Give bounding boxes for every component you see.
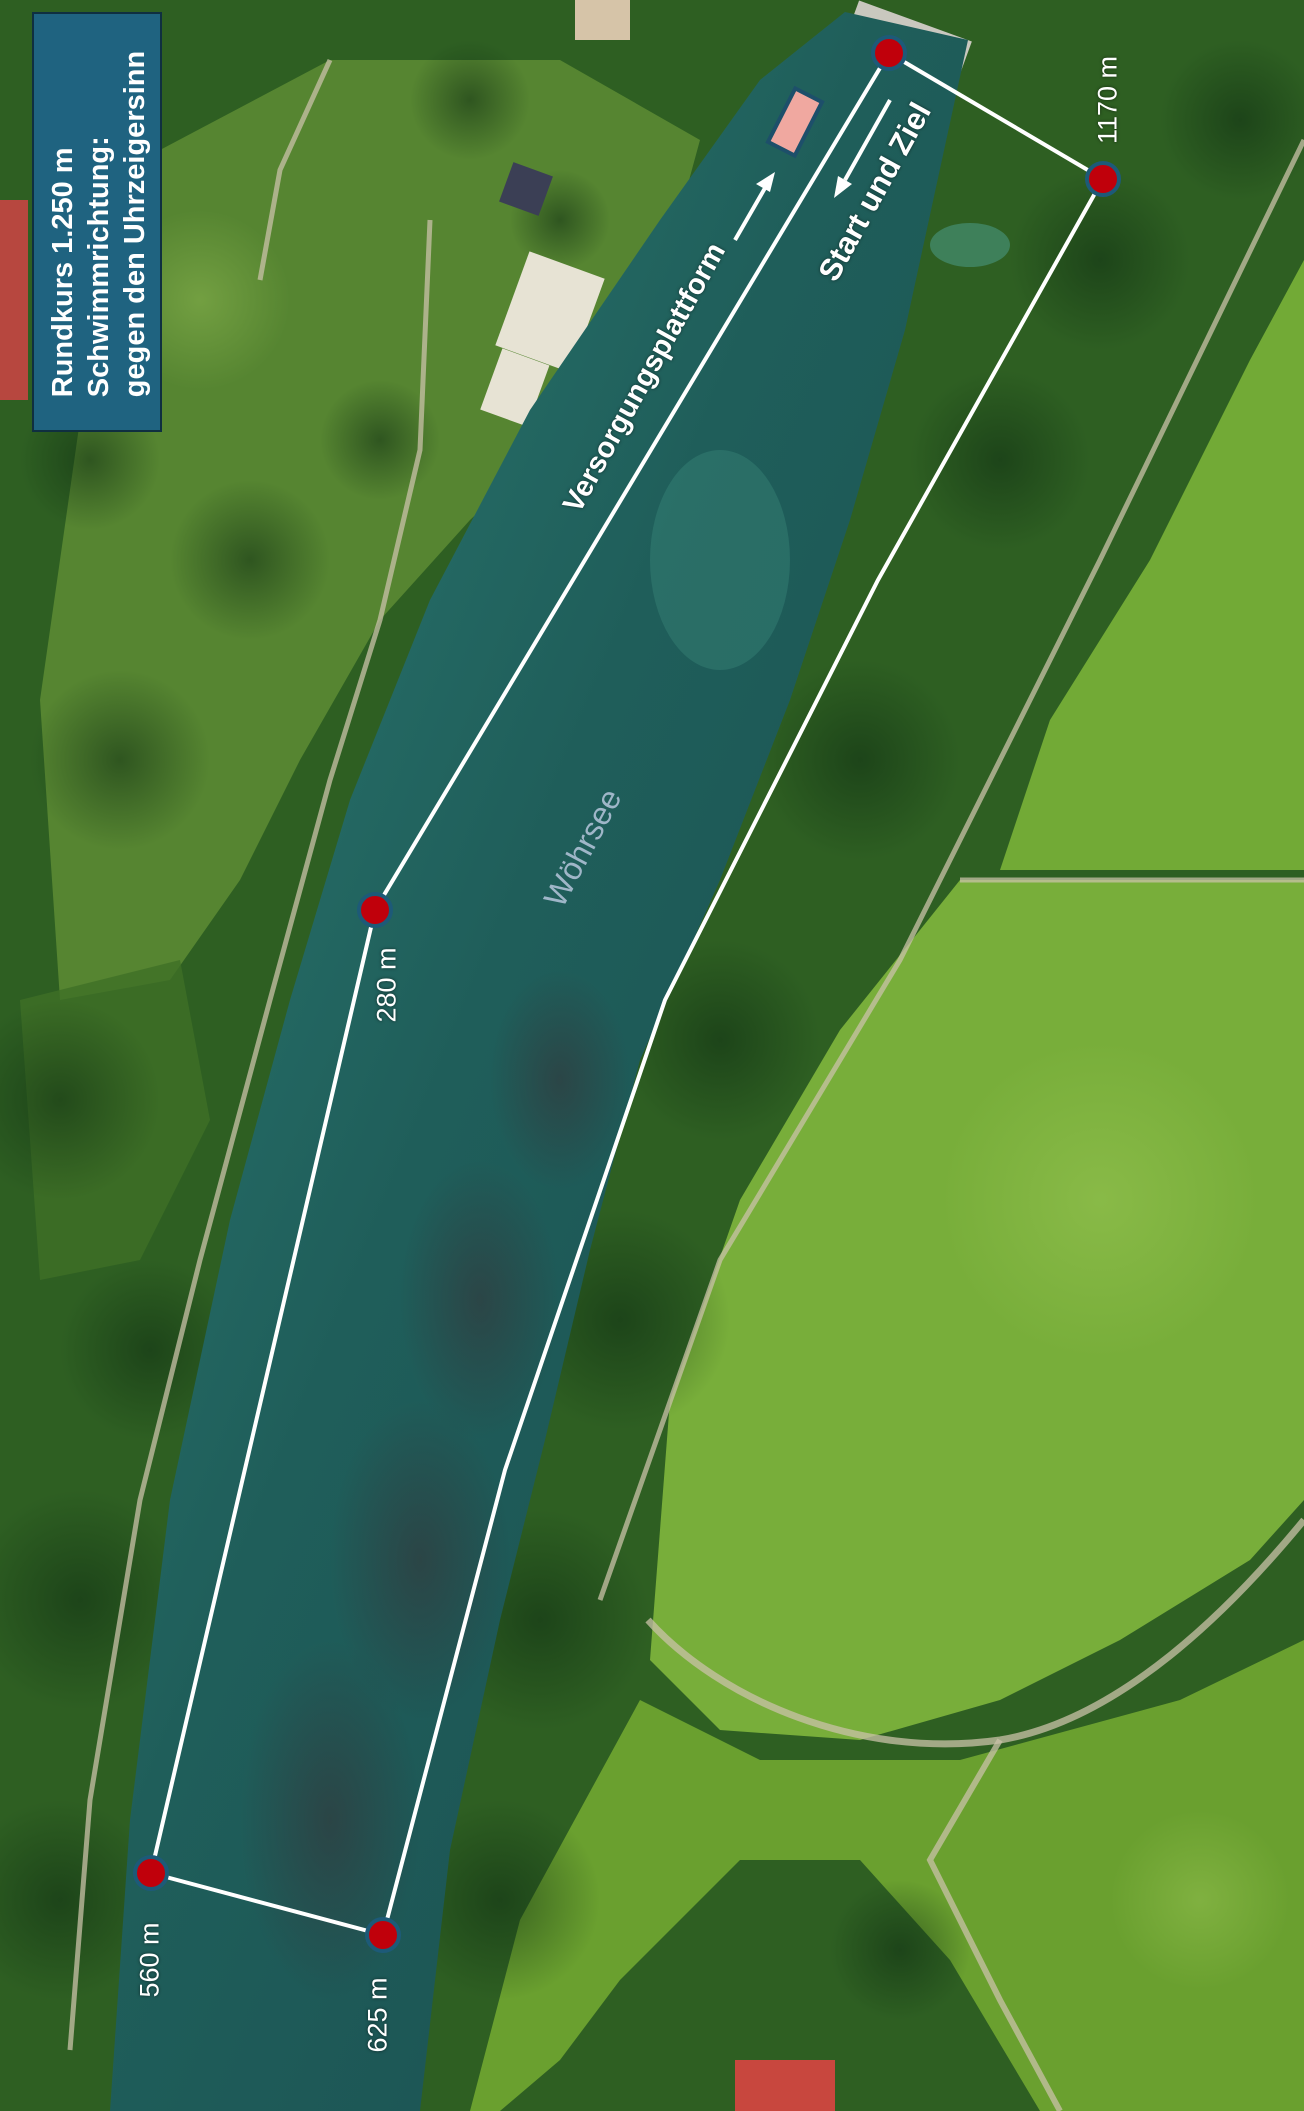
platform-arrow	[733, 172, 775, 241]
course-length: Rundkurs 1.250 m	[47, 147, 79, 398]
buoy-625	[365, 1917, 401, 1953]
buoy-560	[133, 1855, 169, 1891]
course-info-box: Rundkurs 1.250 m Schwimmrichtung: gegen …	[32, 12, 162, 432]
buoy-1170	[1085, 161, 1121, 197]
distance-label-1170: 1170 m	[1092, 55, 1123, 145]
supply-platform	[765, 85, 825, 159]
swim-direction-value: gegen den Uhrzeigersinn	[119, 50, 151, 398]
buoy-start	[871, 35, 907, 71]
buoy-280	[357, 892, 393, 928]
swim-direction-label: Schwimmrichtung:	[83, 136, 115, 398]
distance-label-560: 560 m	[134, 1922, 165, 1998]
course-info-text: Rundkurs 1.250 m Schwimmrichtung: gegen …	[45, 51, 153, 397]
distance-label-280: 280 m	[371, 947, 402, 1023]
distance-label-625: 625 m	[362, 1977, 393, 2053]
east-meadow-north	[1000, 260, 1304, 870]
footpaths	[67, 58, 1304, 2111]
start-arrow	[834, 99, 892, 198]
buoys	[133, 35, 1121, 1953]
east-meadow-south	[470, 1640, 1304, 2111]
